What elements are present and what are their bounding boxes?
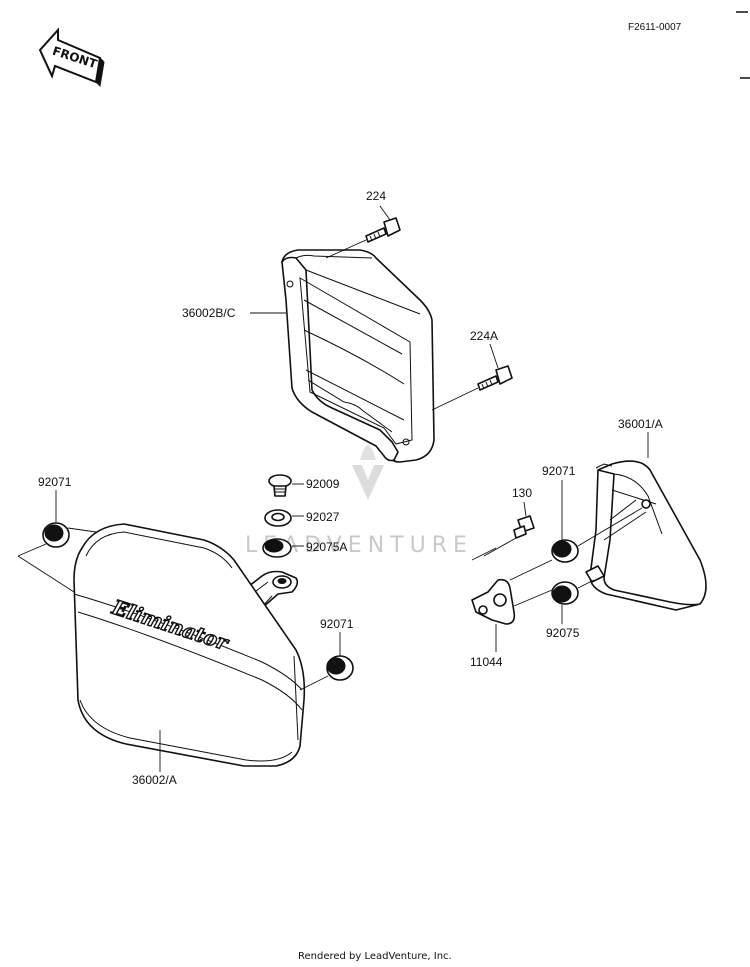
label-92071-left: 92071: [38, 475, 72, 489]
drawing-code: F2611-0007: [628, 22, 682, 33]
label-130: 130: [512, 486, 532, 500]
label-224a: 224A: [470, 329, 498, 343]
label-36002bc: 36002B/C: [182, 306, 236, 320]
side-cover-right: [585, 460, 707, 611]
front-arrow-icon: FRONT: [38, 27, 105, 88]
bolt-130-icon: [513, 515, 535, 539]
label-11044: 11044: [470, 655, 503, 669]
label-92071-right: 92071: [542, 464, 576, 478]
screw-92009-icon: [268, 474, 292, 497]
label-92009: 92009: [306, 477, 340, 491]
bracket-11044-icon: [471, 578, 516, 625]
label-92071-mid: 92071: [320, 617, 354, 631]
label-36001a: 36001/A: [618, 417, 663, 431]
side-cover-inner-box: [281, 249, 435, 463]
grommet-92075-icon: [551, 581, 579, 605]
grommet-92075a-icon: [262, 538, 292, 558]
washer-92027-icon: [264, 509, 292, 527]
label-92075: 92075: [546, 626, 580, 640]
bolt-224a-icon: [477, 365, 513, 391]
label-36002a: 36002/A: [132, 773, 177, 787]
footer-credit: Rendered by LeadVenture, Inc.: [298, 951, 452, 962]
grommet-92071-mid-icon: [326, 655, 354, 681]
side-cover-left: Eliminator: [73, 523, 306, 767]
bolt-224-icon: [365, 217, 401, 243]
label-92027: 92027: [306, 510, 340, 524]
label-224: 224: [366, 189, 386, 203]
grommet-92071-right-icon: [551, 539, 579, 563]
label-92075a: 92075A: [306, 540, 347, 554]
grommet-92071-left-icon: [42, 522, 70, 548]
